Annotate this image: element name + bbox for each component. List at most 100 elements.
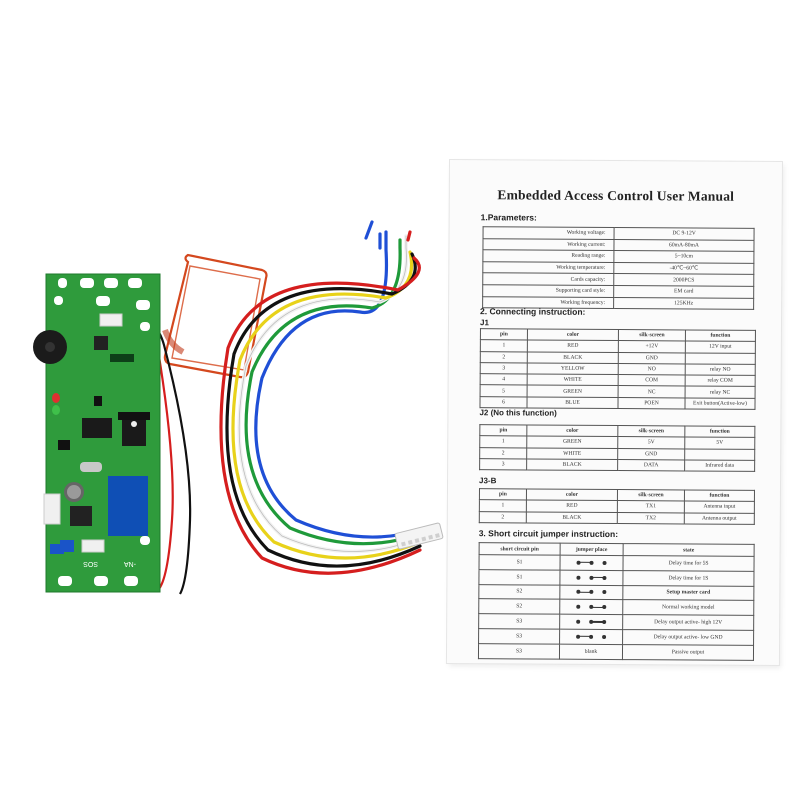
short-pin: S3 [478,613,560,630]
jumper-state: Setup master card [622,585,754,601]
jumper-row: S1 Delay time for 5S [478,554,755,572]
jumper-place [559,555,624,571]
th-silk: silk-screen [618,329,686,342]
jumper-row: S1 Delay time for 1S [478,569,754,586]
jumper-place: blank [559,643,623,660]
parameter-label: Reading range: [482,249,614,263]
jumper-row: S3 blank Passive output [478,643,754,660]
cell-pin: 1 [479,499,527,512]
silkscreen-sos: SOS [83,560,98,567]
cell-color: BLACK [526,458,618,471]
cell-color: RED [527,340,619,353]
cell-pin: 3 [479,458,527,471]
jumper-state: Normal working model [622,599,754,616]
cell-silk: NO [618,363,686,376]
parameter-label: Supporting card style: [482,284,614,298]
cell-silk: DATA [617,459,685,472]
jumper-state: Delay time for 1S [622,570,754,586]
jumper-place [559,569,623,586]
th-pin: pin [480,328,528,341]
th-function: function [684,489,755,502]
th-function: function [684,425,755,438]
cell-function [685,352,756,365]
cell-color: GREEN [526,436,618,449]
cell-color: WHITE [527,374,619,387]
wire-harness [219,220,422,575]
cell-silk: 5V [617,436,685,449]
cell-pin: 3 [480,362,528,375]
manual-title: Embedded Access Control User Manual [497,187,735,204]
jumper-place [559,599,623,615]
jumper-diagram-icon [572,618,610,626]
jumper-state: Passive output [622,644,754,660]
cell-pin: 6 [479,396,528,409]
parameter-label: Working voltage: [483,226,615,240]
th-pin: pin [479,424,527,437]
cell-silk: NC [618,386,686,398]
cell-color: WHITE [526,447,618,460]
cell-silk: COM [618,374,686,387]
cell-function: Antenna output [684,512,755,525]
cell-pin: 2 [479,447,527,459]
parameter-value: 5~10cm [613,250,754,264]
th-color: color [527,328,619,341]
jumper-state: Delay output active- low GND [622,629,754,646]
cell-function: relay NC [685,386,756,399]
jumper-row: S2 Setup master card [478,584,754,601]
cell-pin: 5 [480,385,528,397]
parameter-value: EM card [613,285,754,298]
th-jumper-place: jumper place [560,543,624,556]
cell-function [684,448,755,461]
th-pin: pin [479,488,527,501]
short-pin: S1 [478,554,561,570]
cell-silk: +12V [618,340,686,353]
jumper-blank: blank [584,648,598,655]
parameter-value: -40℃~60℃ [613,262,754,275]
cell-function: 5V [684,437,755,449]
th-function: function [685,329,756,342]
cell-pin: 2 [480,351,528,363]
cell-silk: TX1 [617,500,685,513]
cell-silk: POEN [617,397,686,410]
jumper-state: Delay output active- high 12V [622,614,754,631]
th-color: color [526,424,618,437]
cell-color: BLACK [526,511,618,524]
cell-pin: 4 [480,373,528,386]
parameters-heading: 1.Parameters: [480,212,537,223]
parameter-label: Working temperature: [482,261,614,274]
cell-function: Infrared data [684,459,755,472]
cell-function: Antenna input [684,501,755,513]
jumper-place [559,629,623,645]
short-pin: S2 [478,584,560,600]
cell-color: YELLOW [527,362,619,375]
user-manual-sheet: Embedded Access Control User Manual 1.Pa… [446,160,782,666]
parameter-value: 60mA-80mA [613,239,755,252]
cell-color: GREEN [527,385,619,398]
short-pin: S1 [478,569,560,585]
jumper-place [559,614,623,630]
jumper-diagram-icon [573,559,611,567]
silkscreen-na: -NA [124,560,136,567]
short-pin: S3 [478,643,560,659]
cell-pin: 1 [480,339,528,352]
cell-color: BLACK [527,351,619,364]
cell-function: Exit button(Active-low) [684,397,756,410]
jumper-row: S3 Delay output active- high 12V [478,613,754,631]
cell-color: RED [526,500,618,513]
cell-pin: 2 [479,511,527,523]
jumper-state: Delay time for 5S [622,555,755,572]
parameter-label: Working current: [482,238,615,251]
jumper-diagram-icon [572,633,610,641]
antenna-coil [162,253,268,379]
cell-pin: 1 [479,435,527,448]
cell-function: 12V input [685,341,756,353]
wire-connector [394,522,444,550]
